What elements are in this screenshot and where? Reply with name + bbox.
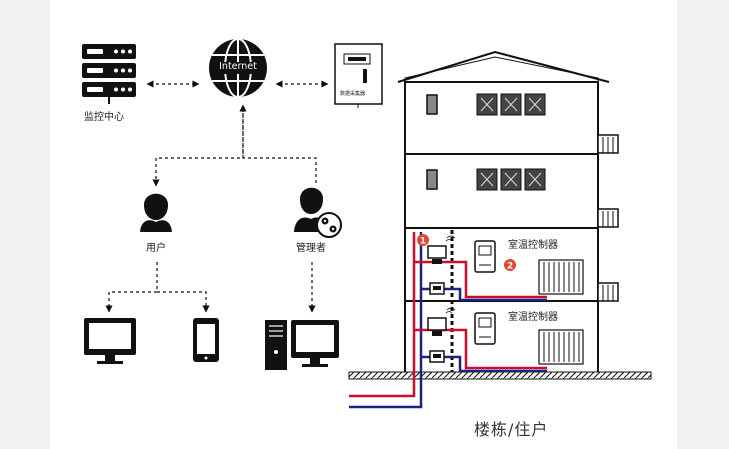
gear-icon bbox=[316, 212, 342, 238]
marker-1-badge: 1 bbox=[417, 234, 429, 247]
user-label: 用户 bbox=[146, 243, 166, 254]
supply-pipe-main bbox=[349, 232, 416, 398]
floor-2-equipment bbox=[427, 235, 584, 295]
server-icon bbox=[82, 44, 136, 104]
globe-icon bbox=[209, 38, 267, 98]
arrow-manager-internet bbox=[239, 104, 317, 183]
valve-icon bbox=[427, 235, 456, 264]
building bbox=[348, 50, 652, 380]
floor-1-equipment bbox=[427, 307, 584, 365]
phone-icon bbox=[193, 318, 219, 362]
marker-2-badge: 2 bbox=[504, 259, 516, 272]
valve-icon bbox=[427, 307, 456, 336]
radiator-icon bbox=[538, 329, 584, 365]
user-person-icon bbox=[140, 193, 172, 232]
arrow-internet-user bbox=[152, 113, 244, 187]
thermostat-label-upper: 室温控制器 bbox=[508, 240, 558, 251]
building-caption: 楼栋/住户 bbox=[474, 420, 549, 439]
data-collector-label: 数据采集器 bbox=[340, 91, 366, 97]
arrow-user-phone bbox=[157, 291, 210, 313]
thermostat-icon bbox=[474, 240, 496, 273]
meter-icon bbox=[429, 282, 445, 295]
internet-label: Internet bbox=[219, 61, 257, 72]
thermostat-label-lower: 室温控制器 bbox=[508, 312, 558, 323]
meter-icon bbox=[429, 350, 445, 363]
radiator-icon bbox=[538, 259, 584, 295]
data-collector-cabinet bbox=[334, 43, 383, 108]
thermostat-icon bbox=[474, 312, 496, 345]
monitor-center-label: 监控中心 bbox=[84, 112, 124, 123]
desktop-pc-icon bbox=[265, 320, 339, 370]
marker-2-text: 2 bbox=[507, 262, 513, 272]
manager-person-icon bbox=[294, 187, 342, 238]
monitor-icon bbox=[84, 318, 136, 364]
network-connections bbox=[105, 80, 329, 313]
arrow-user-devices bbox=[105, 262, 158, 313]
return-pipe-main bbox=[349, 232, 423, 409]
marker-1-text: 1 bbox=[420, 237, 426, 247]
manager-label: 管理者 bbox=[296, 243, 326, 254]
